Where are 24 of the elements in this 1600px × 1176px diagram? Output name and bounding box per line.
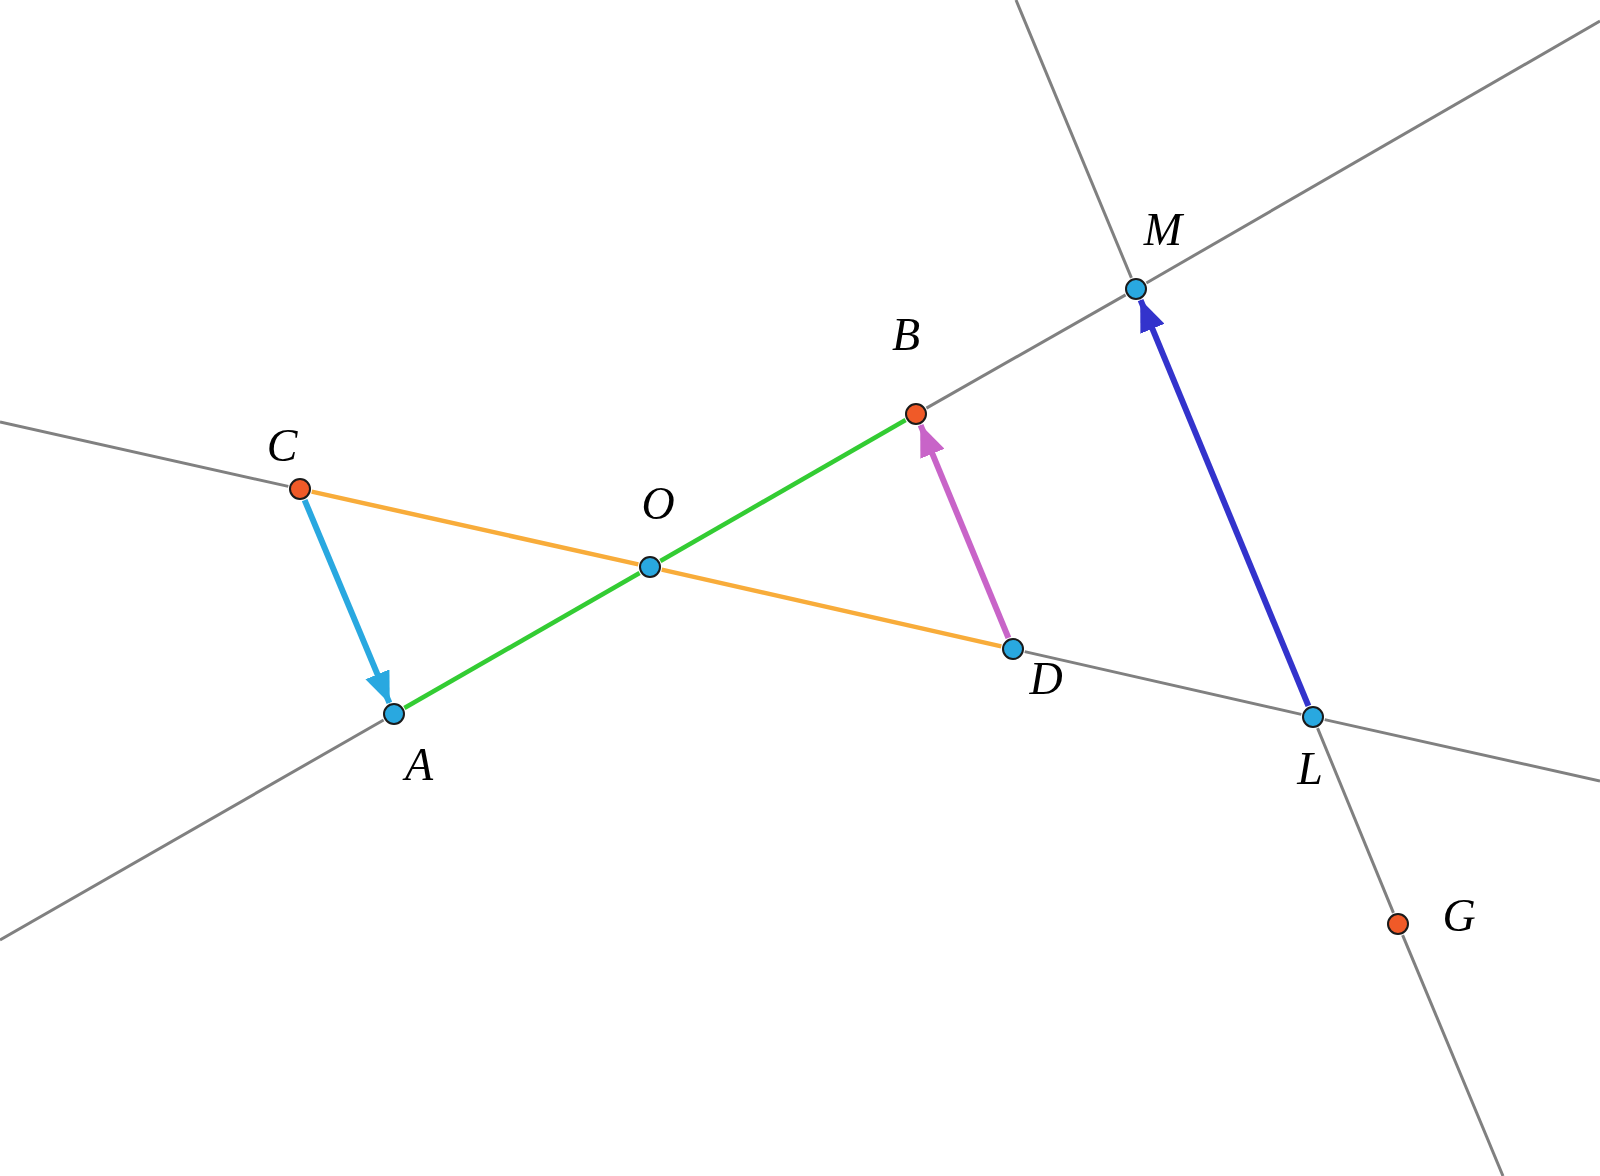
line-segment: [1324, 718, 1600, 783]
line-segment: [311, 489, 639, 567]
point-label: O: [641, 481, 675, 527]
line-segment: [661, 567, 1002, 649]
arrow: [917, 423, 1012, 640]
line-segment: [0, 420, 289, 488]
line-segment: [1014, 0, 1133, 279]
line-segment: [1024, 650, 1302, 716]
line-segment: [0, 718, 385, 942]
point-label: D: [1029, 656, 1063, 702]
point-label: B: [891, 312, 921, 358]
point-label: L: [1297, 746, 1323, 792]
line-segment: [1145, 19, 1600, 285]
point-label: M: [1143, 207, 1183, 253]
point-label: A: [404, 742, 434, 788]
line-segment: [925, 293, 1127, 410]
line-segment: [1401, 934, 1505, 1176]
line-segment: [659, 418, 907, 563]
line-segment: [1316, 727, 1395, 914]
point-label: C: [266, 423, 298, 469]
arrow: [301, 498, 393, 705]
arrow: [1137, 298, 1312, 708]
line-segment: [403, 571, 641, 710]
point-label: G: [1442, 893, 1476, 939]
